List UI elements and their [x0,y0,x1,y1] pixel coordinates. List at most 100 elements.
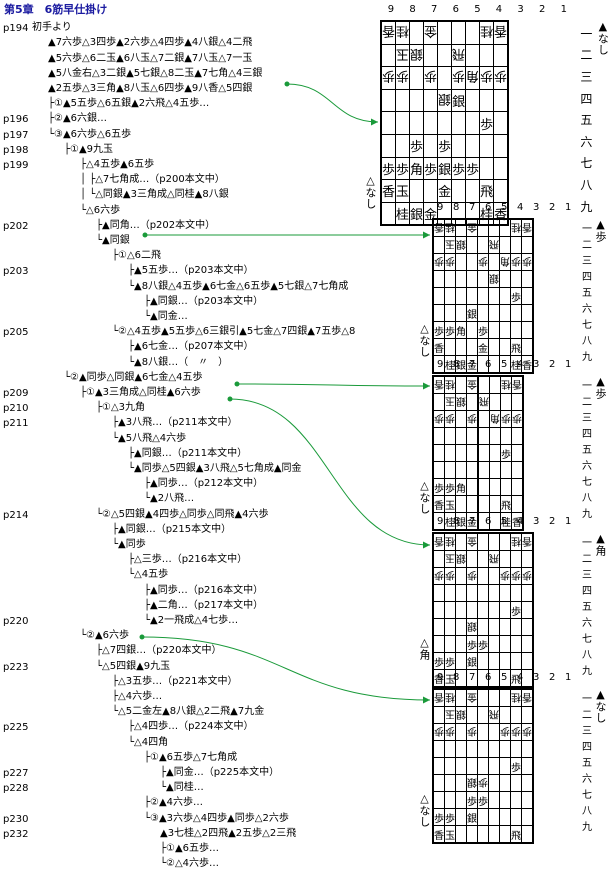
board-cell: 金 [466,375,478,394]
tree-line: ├▲同銀…（p215本文中） [112,523,232,535]
shogi-piece: 銀 [456,394,466,406]
board-cell [521,791,534,809]
tree-line: ├②▲4六歩… [144,797,204,809]
tree-line: ├①▲6五歩△7七角成 [144,751,238,763]
column-number: 9 [437,516,444,527]
board-cell [477,688,489,707]
board-cell: 香 [521,355,534,374]
shogi-piece: 歩 [438,140,452,156]
shogi-piece: 歩 [467,568,477,580]
board-cell: 金 [466,688,478,707]
shogi-piece: 歩 [467,724,477,736]
board-cell [488,532,500,551]
board-cell: 歩 [451,156,467,181]
board-cell: 玉 [444,825,456,844]
board-cell: 玉 [444,393,456,411]
board-cell [455,584,467,602]
shogi-piece: 香 [434,534,444,546]
shogi-piece: 香 [512,517,522,529]
tree-line: │ ├△7七角成…（p200本文中） [80,174,225,186]
board-cell [499,791,511,809]
board-cell [444,740,456,758]
board-cell [432,618,445,636]
shogi-piece: 金 [467,534,477,546]
board-cell [499,635,511,653]
shogi-piece: 歩 [501,411,511,423]
board-cell [521,550,534,568]
board-cell: 歩 [479,111,495,135]
shogi-piece: 歩 [467,640,477,652]
board-cell [409,88,425,113]
board-cell: 銀 [466,808,478,826]
gote-hand: ▲なし [594,688,607,723]
board-cell [499,652,511,670]
board-cell: 歩 [432,808,445,826]
tree-line: ├▲同銀…（p203本文中） [144,295,264,307]
board-cell [444,304,456,322]
sente-hand: △なし [418,322,431,357]
board-cell: 歩 [444,723,456,741]
board-cell: 金 [437,179,453,203]
row-number: 三 [580,70,593,84]
board-cell [466,550,478,568]
tree-line: │ └△同銀▲3三角成△同桂▲8八銀 [80,189,229,201]
board-cell [489,495,501,513]
shogi-piece: 桂 [501,517,511,529]
board-cell [477,757,489,775]
board-cell [455,287,467,305]
board-cell [444,461,456,479]
shogi-piece: 角 [456,483,466,495]
board-cell: 飛 [488,550,500,568]
board-cell: 歩 [510,757,522,775]
board-cell: 桂 [444,688,456,707]
column-number: 3 [533,672,540,683]
shogi-piece: 桂 [511,220,521,232]
shogi-piece: 歩 [445,254,455,266]
board-cell: 歩 [395,156,411,181]
board-cell [488,808,500,826]
shogi-piece: 銀 [456,360,466,372]
board-cell: 歩 [466,791,478,809]
board-cell: 歩 [477,791,489,809]
board-cell [466,461,478,479]
tree-line: └▲同桂… [160,782,204,794]
shogi-piece: 角 [456,326,466,338]
shogi-piece: 玉 [445,674,455,686]
board-cell: 歩 [451,66,467,90]
shogi-piece: 玉 [445,707,455,719]
board-cell [510,808,522,826]
shogi-piece: 歩 [500,724,510,736]
board-cell [510,236,522,254]
board-cell: 角 [409,156,425,181]
tree-line: ▲5八金右△3二銀▲5七銀△8二玉▲7七角△4三銀 [48,67,263,79]
row-number: 三 [582,413,592,424]
shogi-piece: 歩 [410,140,424,156]
board-cell [521,338,534,356]
board-cell: 香 [432,495,445,513]
board-cell: 角 [455,321,467,339]
board-cell [479,88,495,113]
board-cell [455,791,467,809]
page-ref: p230 [3,813,29,825]
board-cell [437,43,453,68]
board-cell [499,757,511,775]
board-cell: 歩 [432,723,445,741]
board-cell [477,270,489,288]
board-cell [437,20,453,45]
board-cell [466,338,478,356]
tree-line: └②△5四銀▲4四歩△同歩△同飛▲4六歩 [96,508,269,520]
board-cell: 銀 [466,652,478,670]
row-number: 一 [580,26,593,41]
shogi-piece: 香 [434,690,444,702]
board-cell: 歩 [432,478,445,496]
board-cell: 玉 [444,495,456,513]
column-number: 2 [549,516,556,527]
sente-hand: △なし [418,479,431,514]
tree-line: ▲2五歩△3三角▲8八玉△6四歩▲9八香△5四銀 [48,83,253,94]
board-cell: 歩 [465,156,481,181]
board-cell [395,111,411,135]
shogi-piece: 飛 [501,500,511,512]
gote-hand: ▲なし [596,20,610,55]
column-number: 8 [409,4,416,15]
shogi-piece: 金 [424,23,438,39]
